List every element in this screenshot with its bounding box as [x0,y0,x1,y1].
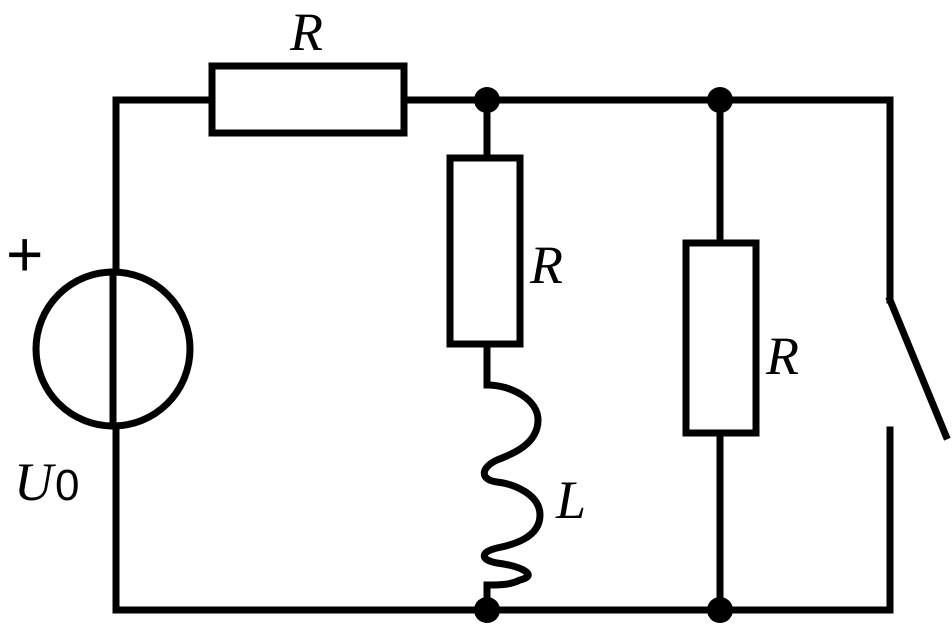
junction-dot [707,87,733,113]
resistor-parallel-label: R [765,326,799,386]
source-label: U0 [14,452,79,512]
source-label-subscript: 0 [55,461,79,510]
inductor-label: L [555,470,586,530]
resistor-rl-branch: R [446,154,563,348]
resistor-parallel-body [682,239,760,437]
resistor-rl-label: R [529,235,563,295]
source-label-symbol: U [14,452,56,512]
junction-dot [474,87,500,113]
wire-bottom [112,424,894,614]
resistor-series: R [208,2,408,137]
inductor: L [480,381,586,589]
resistor-rl-body [446,154,524,348]
wire-left-top [112,96,216,274]
wires [112,96,951,614]
source-polarity-plus: + [6,218,43,290]
inductor-coil [480,381,544,589]
wire-top [400,96,894,304]
junctions [474,87,733,623]
junction-dot [707,597,733,623]
resistor-parallel: R [682,239,799,437]
junction-dot [474,597,500,623]
switch-blade [885,295,951,441]
resistor-series-body [208,62,408,137]
voltage-source: + U0 [6,218,194,512]
resistor-series-label: R [289,2,323,62]
